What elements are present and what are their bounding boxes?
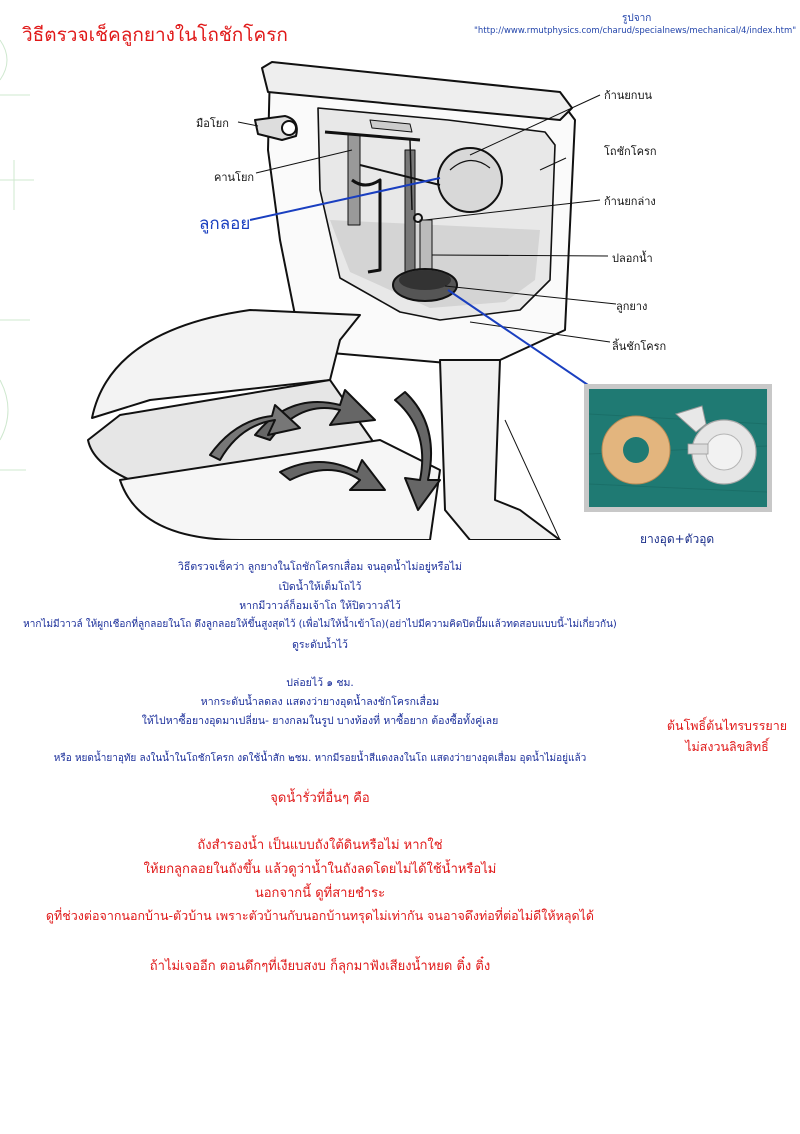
label-tank: โถชักโครก xyxy=(604,145,657,158)
instruction-line: ให้ไปหาซื้อยางอุดมาเปลี่ยน- ยางกลมในรูป … xyxy=(141,715,499,727)
instruction-line: หรือ หยดน้ำยาอุทัย ลงในน้ำในโถชักโครก งด… xyxy=(53,753,587,764)
label-handle: มือโยก xyxy=(196,117,229,130)
gasket-photo xyxy=(584,384,772,512)
other-leaks-closing: ถ้าไม่เจออีก ตอนดึกๆที่เงียบสงบ ก็ลุกมาฟ… xyxy=(149,959,491,974)
left-edge-decoration xyxy=(0,39,34,471)
instruction-line: วิธีตรวจเช็คว่า ลูกยางในโถชักโครกเสื่อม … xyxy=(178,561,462,573)
toilet-diagram xyxy=(87,61,617,540)
label-lever-arm: คานโยก xyxy=(214,171,255,184)
instruction-line: ปล่อยไว้ ๑ ชม. xyxy=(286,677,354,689)
instruction-line: หากระดับน้ำลดลง แสดงว่ายางอุดน้ำลงชักโคร… xyxy=(200,696,440,708)
source-url[interactable]: "http://www.rmutphysics.com/charud/speci… xyxy=(474,26,797,36)
label-overflow-tube: ปลอกน้ำ xyxy=(612,252,653,265)
flapper-part-shape xyxy=(675,405,707,433)
other-leaks-line: ให้ยกลูกลอยในถังขึ้น แล้วดูว่าน้ำในถังลด… xyxy=(143,862,497,877)
label-lower-lift-rod: ก้านยกล่าง xyxy=(604,195,656,208)
source-caption: รูปจาก xyxy=(622,13,652,24)
instruction-line: ดูระดับน้ำไว้ xyxy=(292,639,348,651)
photo-caption: ยางอุด+ตัวอุด xyxy=(640,532,715,546)
other-leaks-line: ถังสำรองน้ำ เป็นแบบถังใต้ดินหรือไม่ หากใ… xyxy=(197,838,443,853)
seat-lid xyxy=(91,309,361,419)
label-float-ball: ลูกลอย xyxy=(199,214,251,234)
instruction-line: หากไม่มีวาวล์ ให้ผูกเชือกที่ลูกลอยในโถ ด… xyxy=(23,619,617,630)
float-ball-shape xyxy=(437,147,503,213)
instruction-line: หากมีวาวล์ก็อมเจ้าโถ ให้ปิดวาวล์ไว้ xyxy=(239,600,401,612)
other-leaks-line: ดูที่ช่วงต่อจากนอกบ้าน-ตัวบ้าน เพราะตัวบ… xyxy=(45,908,595,923)
other-leaks-heading: จุดน้ำรั่วที่อื่นๆ คือ xyxy=(270,791,370,806)
other-leaks-line: นอกจากนี้ ดูที่สายชำระ xyxy=(254,886,386,901)
label-flapper: ลูกยาง xyxy=(616,300,648,313)
label-upper-lift-rod: ก้านยกบน xyxy=(604,89,652,102)
credit-license: ไม่สงวนลิขสิทธิ์ xyxy=(685,739,769,754)
page-title: วิธีตรวจเช็คลูกยางในโถชักโครก xyxy=(22,24,288,46)
credit-author: ต้นโพธิ์ต้นไทรบรรยาย xyxy=(666,718,788,733)
instruction-line: เปิดน้ำให้เต็มโถไว้ xyxy=(278,581,362,593)
label-tank-bottom: ลิ้นชักโครก xyxy=(612,340,667,353)
